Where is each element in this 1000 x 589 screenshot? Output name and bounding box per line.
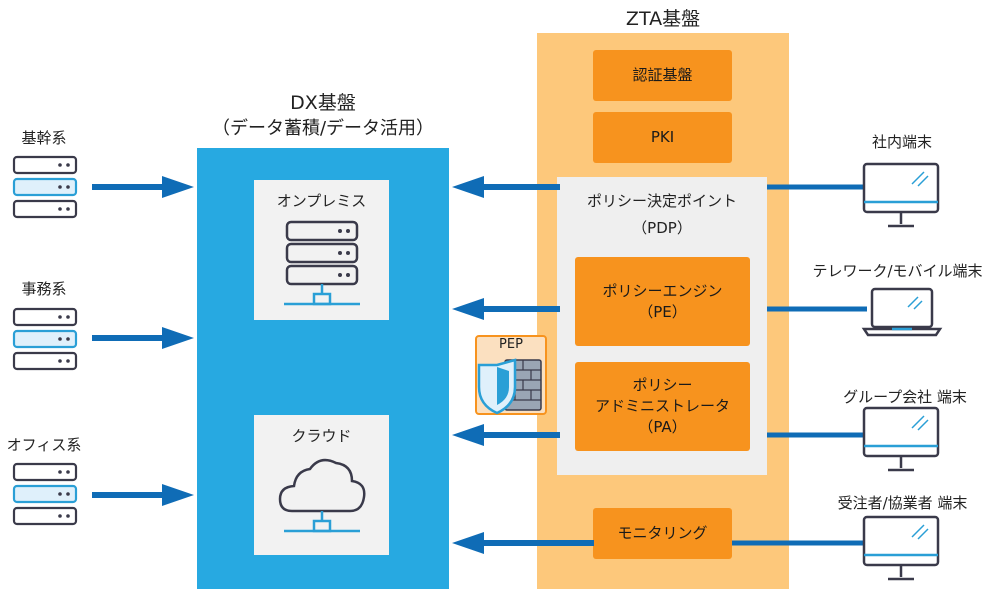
monitoring-box: モニタリング	[593, 508, 732, 559]
arrow-right-icon	[92, 327, 194, 349]
policy-engine-box: ポリシーエンジン （PE）	[575, 257, 750, 346]
shield-firewall-icon	[477, 358, 542, 415]
onprem-card	[254, 180, 389, 320]
cloud-network-icon	[278, 458, 366, 533]
dx-title: DX基盤	[290, 92, 356, 114]
policy-administrator-line2: アドミニストレータ	[594, 397, 730, 415]
pep-label: PEP	[499, 337, 523, 352]
connector-line	[732, 540, 867, 546]
server-rack-icon	[12, 155, 78, 219]
terminal-label-contractor: 受注者/協業者 端末	[837, 494, 968, 512]
terminal-label-group: グループ会社 端末	[843, 388, 967, 406]
policy-engine-label: ポリシーエンジン	[602, 281, 723, 300]
arrow-left-icon	[452, 176, 560, 198]
desktop-monitor-icon	[862, 515, 940, 581]
arrow-right-icon	[92, 176, 194, 198]
server-network-icon	[284, 220, 360, 306]
pki-box: PKI	[593, 112, 732, 163]
arrow-right-icon	[92, 484, 194, 506]
policy-engine-abbr: （PE）	[638, 302, 687, 321]
policy-administrator-line1: ポリシー	[632, 376, 693, 394]
server-rack-icon	[12, 462, 78, 526]
policy-administrator-box: ポリシー アドミニストレータ （PA）	[575, 362, 750, 451]
onprem-label: オンプレミス	[276, 192, 367, 210]
terminal-label-telework: テレワーク/モバイル端末	[812, 262, 983, 280]
dx-subtitle: （データ蓄積/データ活用）	[211, 118, 435, 139]
left-system-label-office-apps: オフィス系	[6, 436, 82, 454]
pdp-title: ポリシー決定ポイント	[586, 192, 737, 210]
terminal-label-internal: 社内端末	[871, 133, 932, 151]
pdp-subtitle: （PDP）	[632, 219, 692, 237]
left-system-label-core: 基幹系	[21, 129, 67, 147]
zta-title: ZTA基盤	[625, 8, 701, 30]
desktop-monitor-icon	[862, 406, 940, 472]
connector-line	[767, 432, 867, 438]
auth-platform-box: 認証基盤	[593, 50, 732, 101]
arrow-left-icon	[452, 532, 594, 554]
cloud-label: クラウド	[291, 427, 352, 445]
policy-administrator-abbr: （PA）	[638, 418, 687, 436]
laptop-icon	[861, 287, 943, 337]
left-system-label-office-admin: 事務系	[21, 280, 67, 298]
arrow-left-icon	[452, 424, 560, 446]
arrow-left-icon	[452, 298, 560, 320]
server-rack-icon	[12, 307, 78, 371]
connector-line	[767, 306, 867, 312]
desktop-monitor-icon	[862, 162, 940, 228]
connector-line	[767, 184, 867, 190]
